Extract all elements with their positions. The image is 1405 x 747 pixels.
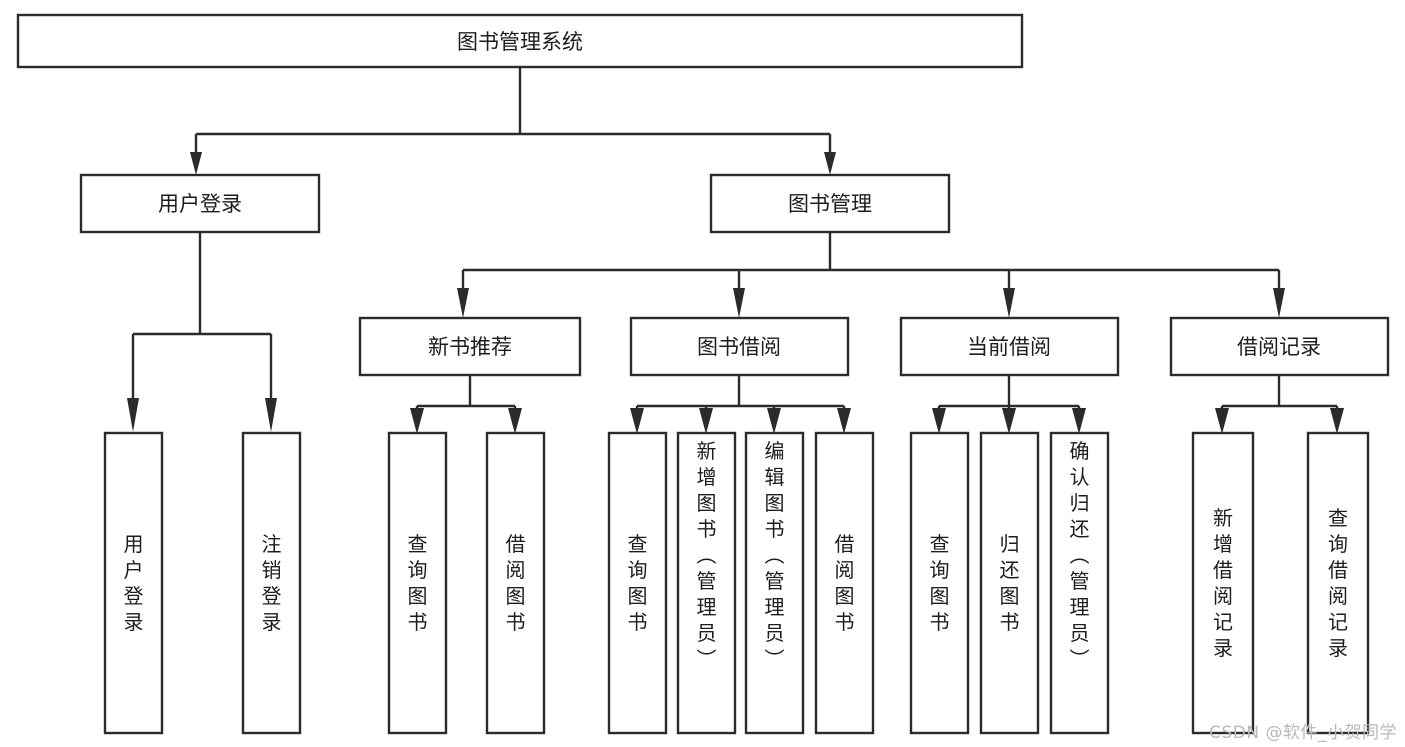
node-new-book-recommend-box[interactable]	[358, 316, 582, 377]
node-borrow-record-label: 借阅记录	[1237, 335, 1321, 359]
arrow-leaf-query-record	[1330, 408, 1344, 434]
node-borrow-record[interactable]: 借阅记录	[1169, 316, 1390, 377]
node-root-label: 图书管理系统	[457, 30, 583, 54]
leaf-group-user-login	[103, 431, 302, 735]
leaf-group-current-borrow	[909, 431, 1110, 735]
arrow-leaf-borrow-book-2	[837, 408, 851, 434]
arrow-leaf-return-book	[1002, 408, 1016, 434]
node-current-borrow[interactable]: 当前借阅	[899, 316, 1120, 377]
leaf-query-book-1-box[interactable]	[387, 431, 448, 735]
node-current-borrow-label: 当前借阅	[967, 335, 1051, 359]
node-new-book-recommend[interactable]: 新书推荐	[358, 316, 582, 377]
arrow-leaf-borrow-book-1	[508, 408, 522, 434]
leaf-confirm-return-box[interactable]	[1049, 431, 1110, 735]
node-root[interactable]: 图书管理系统	[16, 13, 1024, 69]
leaf-query-book-3-box[interactable]	[909, 431, 970, 735]
arrow-leaf-query-book-3	[932, 408, 946, 434]
arrow-leaf-add-book	[699, 408, 713, 434]
leaf-group-borrow-record	[1191, 431, 1370, 735]
arrow-leaf-query-book-1	[410, 408, 424, 434]
node-current-borrow-box[interactable]	[899, 316, 1120, 377]
leaf-edit-book-box[interactable]	[744, 431, 805, 735]
leaf-borrow-book-1-box[interactable]	[485, 431, 546, 735]
node-book-manage-box[interactable]	[709, 173, 951, 234]
node-book-manage-label: 图书管理	[788, 192, 872, 216]
leaf-query-record-box[interactable]	[1306, 431, 1370, 735]
leaf-query-book-2-box[interactable]	[607, 431, 668, 735]
leaf-return-book-box[interactable]	[979, 431, 1040, 735]
node-root-box[interactable]	[16, 13, 1024, 69]
node-book-manage[interactable]: 图书管理	[709, 173, 951, 234]
arrow-to-book-borrow	[733, 288, 745, 318]
node-user-login-box[interactable]	[79, 173, 321, 234]
node-new-book-recommend-label: 新书推荐	[428, 335, 512, 359]
watermark-text: CSDN @软件_小贺同学	[1209, 723, 1397, 743]
arrow-to-new-book-recommend	[457, 288, 469, 318]
leaf-add-record-box[interactable]	[1191, 431, 1255, 735]
node-user-login-label: 用户登录	[158, 192, 242, 216]
arrow-leaf-query-book-2	[630, 408, 644, 434]
node-book-borrow-box[interactable]	[629, 316, 850, 377]
arrow-leaf-add-record	[1215, 408, 1229, 434]
leaf-user-login-box[interactable]	[103, 431, 164, 735]
arrow-to-borrow-record	[1273, 288, 1285, 318]
arrow-to-current-borrow	[1003, 288, 1015, 318]
arrow-to-user-login	[190, 152, 202, 175]
leaf-borrow-book-2-box[interactable]	[814, 431, 875, 735]
arrow-to-book-manage	[824, 152, 836, 175]
arrow-leaf-confirm-return	[1072, 408, 1086, 434]
arrow-leaf-edit-book	[767, 408, 781, 434]
connector-group	[127, 67, 1344, 434]
node-borrow-record-box[interactable]	[1169, 316, 1390, 377]
arrow-leaf-user-logout	[265, 398, 277, 432]
leaf-user-logout-box[interactable]	[241, 431, 302, 735]
node-user-login[interactable]: 用户登录	[79, 173, 321, 234]
leaf-add-book-box[interactable]	[676, 431, 737, 735]
node-book-borrow[interactable]: 图书借阅	[629, 316, 850, 377]
leaf-group-book-borrow	[607, 431, 875, 735]
arrow-leaf-user-login	[127, 398, 139, 432]
leaf-group-new-book-recommend	[387, 431, 546, 735]
node-book-borrow-label: 图书借阅	[697, 335, 781, 359]
